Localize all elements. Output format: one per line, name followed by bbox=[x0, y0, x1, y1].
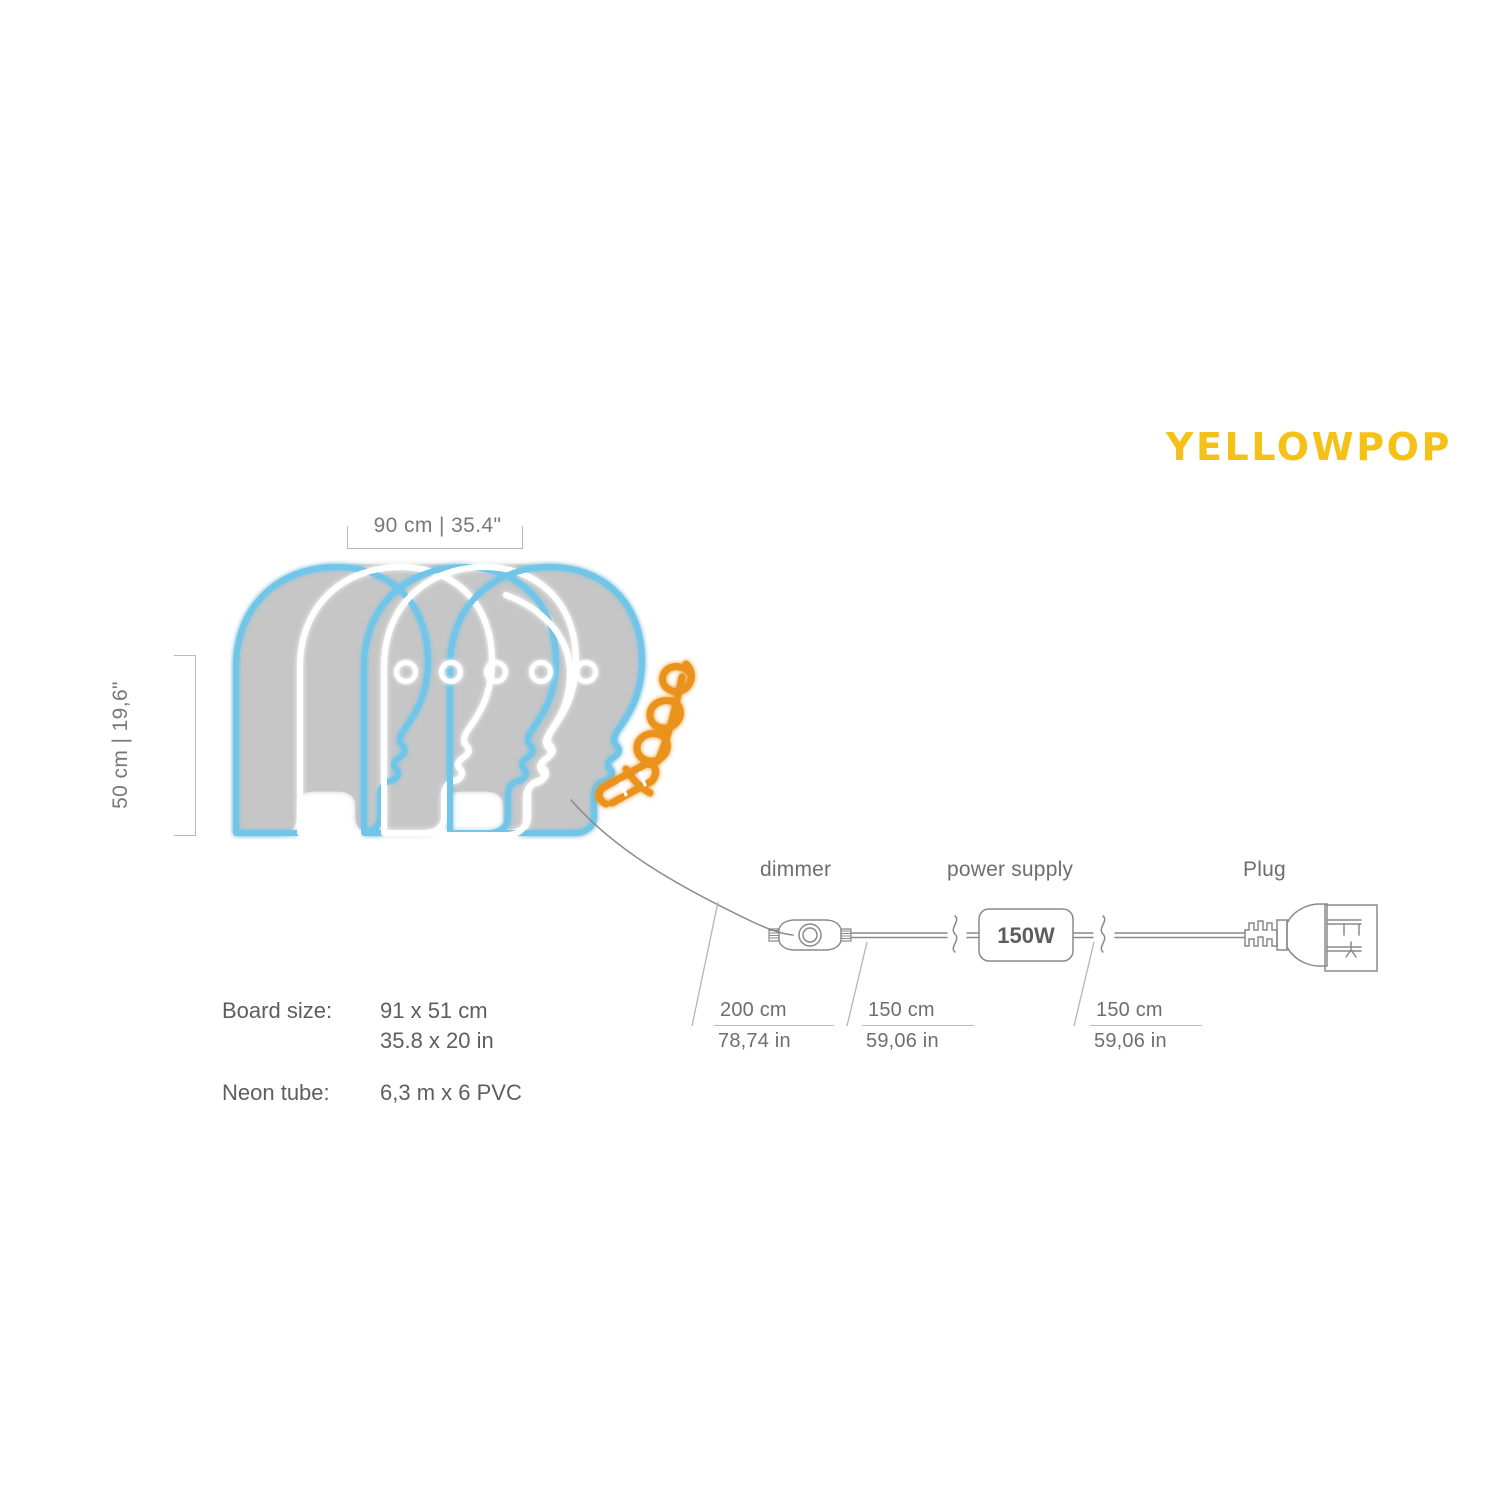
measurement-cm: 150 cm bbox=[868, 999, 935, 1021]
neon-eye-4 bbox=[529, 660, 553, 684]
height-dimension-label: 50 cm | 19,6" bbox=[109, 681, 132, 809]
wire-supply-to-plug bbox=[1114, 932, 1246, 939]
label-plug: Plug bbox=[1243, 858, 1286, 881]
neon-orange-script-accent bbox=[595, 660, 695, 808]
measurement-rule bbox=[862, 1025, 974, 1026]
width-dimension-tick-left bbox=[347, 526, 348, 549]
spec-key-neon-tube: Neon tube: bbox=[222, 1080, 330, 1105]
dimmer-component bbox=[768, 919, 852, 951]
plug-component bbox=[1244, 903, 1362, 967]
neon-sign-artwork bbox=[230, 555, 730, 865]
wall-outlet-svg bbox=[1324, 904, 1378, 972]
spec-row-spacer bbox=[222, 1056, 522, 1078]
neon-eye-2 bbox=[439, 660, 463, 684]
width-dimension-tick-right bbox=[522, 526, 523, 549]
leader-svg-2 bbox=[846, 941, 868, 1027]
width-dimension-line bbox=[347, 548, 523, 549]
spec-neon-tube-value: 6,3 m x 6 PVC bbox=[380, 1080, 522, 1105]
neon-eyes-group bbox=[394, 660, 598, 684]
measurement-in: 59,06 in bbox=[866, 1030, 939, 1052]
height-dimension-tick-bottom bbox=[174, 835, 196, 836]
power-supply-rating: 150W bbox=[997, 923, 1055, 948]
height-dimension-line bbox=[195, 655, 196, 836]
specifications-table: Board size: 91 x 51 cm 35.8 x 20 in Neon… bbox=[222, 996, 522, 1108]
outlet-ground-slot bbox=[1345, 941, 1357, 958]
wall-outlet-container bbox=[1322, 902, 1382, 976]
brand-logo: YELLOWPOP bbox=[1165, 425, 1452, 469]
measurement-supply-to-plug: 150 cm 59,06 in bbox=[1090, 999, 1202, 1053]
label-power-supply: power supply bbox=[947, 858, 1074, 881]
spec-board-size-in: 35.8 x 20 in bbox=[380, 1028, 494, 1053]
cable-break-symbol-1 bbox=[952, 915, 958, 953]
leader-svg-3 bbox=[1073, 941, 1095, 1027]
width-dimension-label: 90 cm | 35.4" bbox=[373, 514, 502, 537]
measurement-cm: 200 cm bbox=[720, 999, 787, 1021]
spec-value-neon-tube: 6,3 m x 6 PVC bbox=[380, 1078, 522, 1108]
measurement-in: 78,74 in bbox=[718, 1030, 791, 1052]
spec-value-board-size: 91 x 51 cm 35.8 x 20 in bbox=[380, 996, 522, 1056]
spec-board-size-cm: 91 x 51 cm bbox=[380, 998, 488, 1023]
measurement-sign-to-dimmer: 200 cm 78,74 in bbox=[714, 999, 834, 1053]
measurement-leader-1 bbox=[690, 900, 830, 1040]
spec-row-board-size: Board size: 91 x 51 cm 35.8 x 20 in bbox=[222, 996, 522, 1056]
neon-eye-3 bbox=[484, 660, 508, 684]
label-dimmer: dimmer bbox=[760, 858, 832, 881]
cable-break-symbol-2 bbox=[1100, 915, 1106, 953]
neon-face-outline-front-white bbox=[441, 592, 573, 838]
power-supply-component bbox=[978, 908, 1074, 962]
neon-eye-5 bbox=[574, 660, 598, 684]
measurement-cm: 150 cm bbox=[1096, 999, 1163, 1021]
spec-key-board-size: Board size: bbox=[222, 998, 333, 1023]
measurement-leader-2 bbox=[845, 940, 905, 1040]
neon-eye-1 bbox=[394, 660, 418, 684]
leader-svg-1 bbox=[691, 901, 719, 1027]
spec-row-neon-tube: Neon tube: 6,3 m x 6 PVC bbox=[222, 1078, 522, 1108]
power-cable-svg: 150W bbox=[570, 799, 1362, 967]
power-cable-diagram: 150W bbox=[555, 790, 1385, 990]
height-dimension-tick-top bbox=[174, 655, 196, 656]
neon-sign-svg bbox=[230, 555, 695, 838]
wire-dimmer-to-supply bbox=[850, 932, 948, 939]
wire-supply-out bbox=[1072, 932, 1094, 939]
measurement-leader-3 bbox=[1072, 940, 1132, 1040]
measurement-rule bbox=[1090, 1025, 1202, 1026]
specifications-block: Board size: 91 x 51 cm 35.8 x 20 in Neon… bbox=[222, 996, 522, 1108]
wire-to-supply bbox=[966, 932, 980, 939]
measurement-dimmer-to-supply: 150 cm 59,06 in bbox=[862, 999, 974, 1053]
measurement-in: 59,06 in bbox=[1094, 1030, 1167, 1052]
measurement-rule bbox=[714, 1025, 834, 1026]
